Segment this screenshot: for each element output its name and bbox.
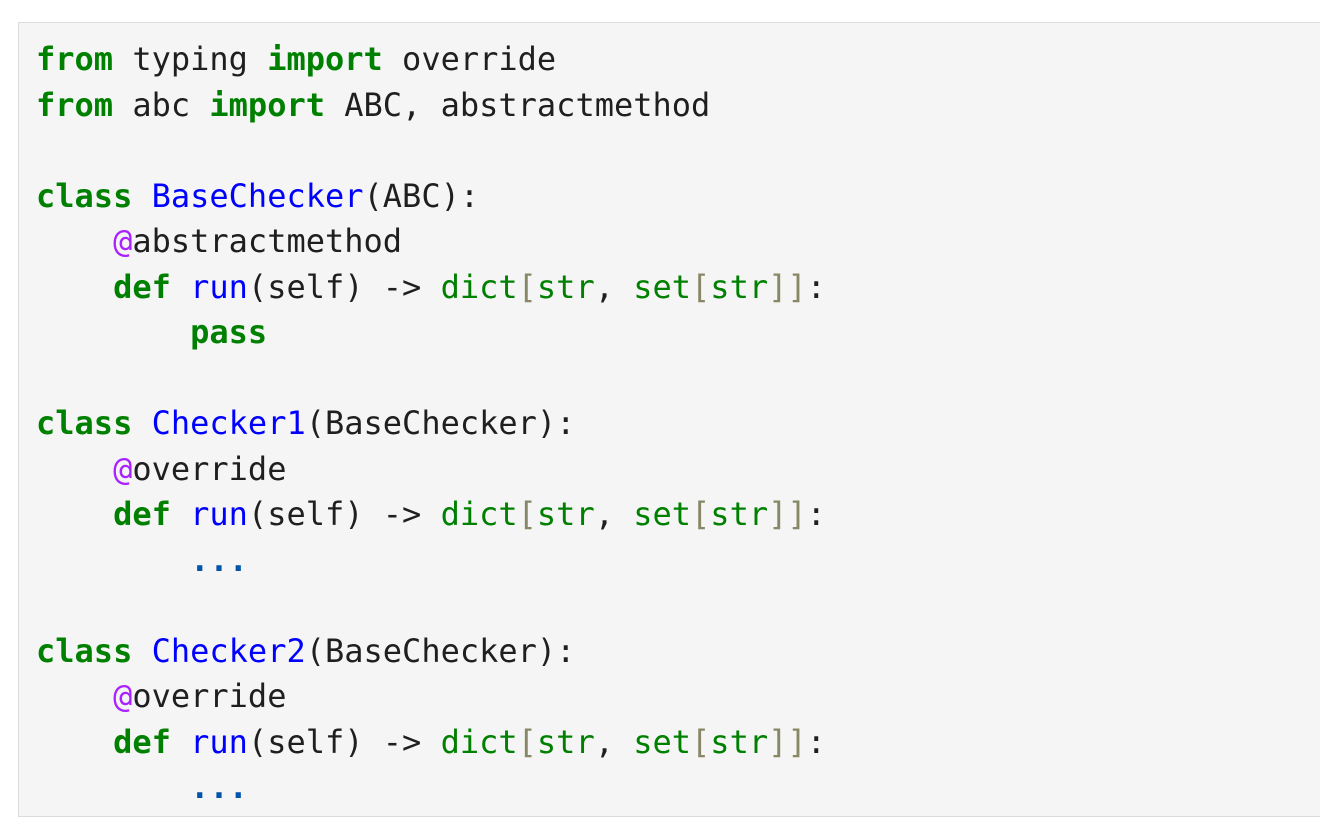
code-token: (self) -> [247, 722, 441, 761]
code-token: [ [691, 722, 711, 761]
code-line: def run(self) -> dict[str, set[str]]: [36, 720, 826, 766]
code-token: ]] [768, 267, 807, 306]
code-line: ​ [36, 356, 826, 402]
code-token: , [594, 495, 634, 533]
code-token: from [36, 40, 114, 78]
code-token [36, 768, 190, 806]
code-token: [ [517, 495, 537, 533]
code-token [36, 495, 113, 533]
code-token: [ [517, 722, 537, 761]
code-token: dict [440, 267, 518, 306]
code-token: [ [691, 495, 711, 533]
code-token: dict [440, 495, 518, 533]
code-token: , [594, 722, 634, 761]
code-line: ​ [36, 583, 826, 629]
code-token: run [190, 722, 248, 761]
code-token: Checker1 [151, 404, 306, 442]
code-token: abstractmethod [132, 222, 403, 260]
code-token: ... [190, 540, 248, 579]
code-line: from abc import ABC, abstractmethod [36, 83, 826, 129]
code-token [132, 632, 151, 670]
code-token: str [536, 722, 595, 761]
code-token: class [36, 176, 133, 215]
code-token: override [132, 449, 287, 488]
code-token: : [806, 495, 826, 533]
code-token: (ABC): [363, 176, 480, 215]
code-token: class [36, 404, 133, 442]
code-token: ]] [768, 722, 807, 761]
code-token [132, 404, 151, 442]
code-token: dict [440, 722, 518, 761]
code-token: run [190, 267, 248, 306]
code-line: @abstractmethod [36, 219, 826, 265]
code-token: def [113, 722, 171, 761]
code-token [171, 268, 190, 306]
code-line: class Checker2(BaseChecker): [36, 629, 826, 675]
code-token [36, 450, 113, 488]
code-token: set [633, 722, 692, 761]
code-token: ... [190, 768, 248, 806]
code-token [171, 723, 190, 761]
code-token: : [806, 267, 826, 306]
code-line: ​ [36, 128, 826, 174]
code-line: ... [36, 765, 826, 811]
code-token [36, 313, 190, 351]
code-token: override [132, 677, 287, 715]
code-token: str [536, 495, 595, 533]
code-token: (self) -> [247, 267, 441, 306]
code-line: pass [36, 310, 826, 356]
code-token: @ [113, 222, 133, 260]
code-token: (BaseChecker): [305, 404, 576, 442]
code-token [36, 723, 113, 761]
code-token [36, 541, 190, 579]
code-token [132, 177, 151, 215]
code-token: pass [190, 313, 268, 351]
code-token [36, 222, 113, 260]
code-token: def [113, 495, 171, 533]
code-line: def run(self) -> dict[str, set[str]]: [36, 265, 826, 311]
code-token: run [190, 495, 248, 533]
code-token: class [36, 631, 133, 670]
code-token: BaseChecker [151, 176, 364, 215]
code-token: @ [113, 677, 133, 715]
code-line: class BaseChecker(ABC): [36, 174, 826, 220]
code-token: set [633, 495, 692, 533]
code-token: import [209, 85, 325, 124]
code-token: @ [113, 449, 133, 488]
code-line: @override [36, 674, 826, 720]
code-token: def [113, 267, 171, 306]
code-token: override [382, 40, 557, 78]
code-token: , [594, 267, 634, 306]
code-token: set [633, 267, 692, 306]
code-token: str [710, 722, 769, 761]
code-token: import [267, 40, 383, 78]
code-line: ... [36, 538, 826, 584]
code-line: @override [36, 447, 826, 493]
code-token [36, 268, 113, 306]
code-line: def run(self) -> dict[str, set[str]]: [36, 492, 826, 538]
code-token: ABC, abstractmethod [324, 85, 711, 124]
code-token: from [36, 85, 114, 124]
code-token: (BaseChecker): [305, 631, 576, 670]
code-token [171, 495, 190, 533]
code-token: : [806, 722, 826, 761]
code-token: (self) -> [247, 495, 441, 533]
code-token: ]] [768, 495, 807, 533]
code-token: [ [691, 267, 711, 306]
code-token: Checker2 [151, 631, 306, 670]
code-token: abc [113, 85, 210, 124]
code-line: from typing import override [36, 37, 826, 83]
code-line: class Checker1(BaseChecker): [36, 401, 826, 447]
code-token: str [536, 267, 595, 306]
code-token: str [710, 495, 769, 533]
code-token [36, 677, 113, 715]
code-token: [ [517, 267, 537, 306]
code-token: str [710, 267, 769, 306]
code-token: typing [113, 40, 268, 78]
